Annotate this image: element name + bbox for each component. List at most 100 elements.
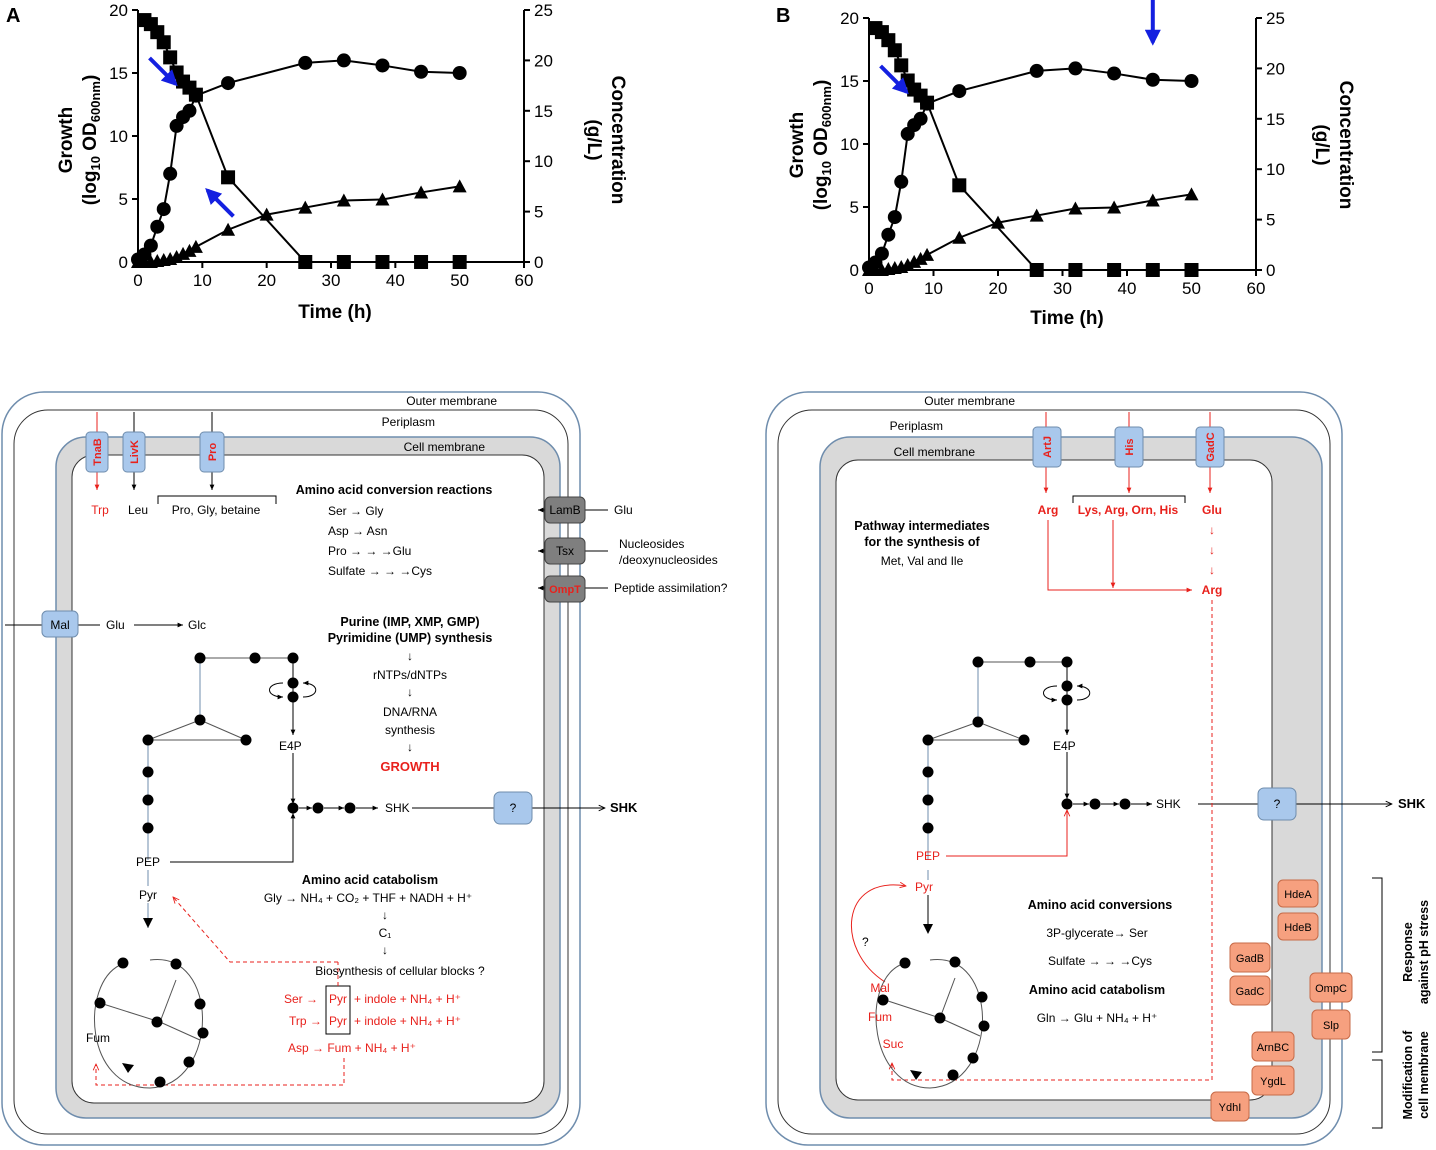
chart-a-circle-point — [298, 55, 313, 70]
chart-b-triangle-point — [1145, 193, 1160, 207]
pyr-return-dash — [173, 897, 338, 963]
conv-3: Pro → → →Glu — [328, 544, 411, 558]
chart-a-x-tick-label: 10 — [193, 271, 212, 290]
trp-text: Trp — [91, 503, 109, 517]
gadb-box — [1229, 942, 1271, 973]
chart-a-y-left-tick-label: 5 — [119, 190, 128, 209]
chart-a-circle-point — [182, 103, 197, 118]
chart-a-ylabel-left-1: Growth — [56, 107, 77, 174]
chart-a-y-left-tick-label: 0 — [119, 253, 128, 272]
pyrimidine-text: Pyrimidine (UMP) synthesis — [328, 631, 493, 645]
artj-label: ArtJ — [1042, 436, 1054, 458]
q2-text: ? — [862, 935, 869, 949]
chart-a-y-left-tick-label: 10 — [109, 127, 128, 146]
glu-out-text: Glu — [614, 503, 633, 517]
chart-a-x-tick-label: 20 — [257, 271, 276, 290]
chart-a-circle-point — [163, 166, 178, 181]
panel-b-label: B — [776, 5, 790, 27]
lys-bracket — [1072, 495, 1186, 503]
asp-eq: Asp → Fum + NH₄ + H⁺ — [288, 1041, 416, 1055]
pro-bracket — [157, 495, 277, 504]
chart-a-x-tick-label: 40 — [386, 271, 405, 290]
chart-b-square-point — [1107, 263, 1122, 277]
shk-out-text: SHK — [610, 800, 638, 815]
outer-membrane-label-b: Outer membrane — [924, 394, 1015, 408]
livk-transporter — [122, 431, 146, 473]
down-arrow-3: ↓ — [407, 740, 413, 754]
conv-1-b: 3P-glycerate→ Ser — [1046, 926, 1147, 940]
chart-b-circle-point — [881, 227, 896, 242]
artj-transporter — [1032, 426, 1062, 468]
diagram-b: Outer membrane Periplasm Cell membrane A… — [765, 391, 1431, 1146]
cell-membrane-label: Cell membrane — [404, 440, 486, 454]
arg2-text: Arg — [1202, 583, 1223, 597]
fum-text-a: Fum — [86, 1031, 110, 1045]
chart-a-ylabel-right-2: (g/L) — [583, 119, 604, 160]
chart-b-square-point — [1184, 263, 1199, 277]
pep-red-arrow — [946, 810, 1067, 857]
rntps-text: rNTPs/dNTPs — [373, 668, 447, 682]
chart-b-square-point — [894, 58, 909, 73]
suc-text-b: Suc — [883, 1037, 904, 1051]
chart-b-circle-point — [887, 210, 902, 225]
pyr-text: Pyr — [139, 888, 157, 902]
chart-b-y-right-tick-label: 5 — [1266, 211, 1275, 230]
arg-return-dash — [892, 600, 1213, 1081]
his-label: His — [1124, 438, 1136, 455]
chart-b-y-right-tick-label: 25 — [1266, 9, 1285, 28]
arg-text: Arg — [1038, 503, 1059, 517]
shk-out-b: SHK — [1398, 796, 1426, 811]
chart-b-square-point — [887, 43, 902, 58]
catabolism-title-a: Amino acid catabolism — [302, 873, 438, 887]
ph-stress-label: Response against pH stress — [1401, 900, 1431, 1004]
chart-b-y-right-tick-label: 20 — [1266, 59, 1285, 78]
livk-label: LivK — [129, 440, 141, 464]
chart-a-y-right-tick-label: 5 — [534, 203, 543, 222]
chart-b-triangle-point — [1029, 208, 1044, 222]
gln-eq: Gln → Glu + NH₄ + H⁺ — [1037, 1011, 1158, 1025]
chart-a-triangle-point — [298, 200, 313, 214]
chart-a-ylabel-left-2: (log10 OD600nm) — [80, 75, 103, 206]
chart-a-blue-arrow — [148, 56, 178, 87]
periplasm-label: Periplasm — [382, 415, 435, 429]
chart-a-square-point — [221, 170, 236, 185]
metabolite-dots-b — [922, 656, 1131, 834]
pro-label: Pro — [207, 443, 219, 462]
chart-a-y-left-tick-label: 15 — [109, 64, 128, 83]
cell-membrane-label-b: Cell membrane — [894, 445, 976, 459]
arnbc-box — [1251, 1031, 1295, 1062]
chart-b-square-point — [1029, 263, 1044, 277]
mal-text-b: Mal — [870, 981, 889, 995]
biosyn-text: Biosynthesis of cellular blocks ? — [315, 964, 485, 978]
chart-b-triangle-point — [1107, 200, 1122, 214]
glc-text: Glc — [188, 618, 206, 632]
chart-b-x-tick-label: 20 — [989, 279, 1008, 298]
pathway-text-2: for the synthesis of — [864, 535, 980, 549]
chart-b-ylabel-left-1: Growth — [787, 112, 808, 179]
chart-b-y-left-tick-label: 20 — [840, 9, 859, 28]
indole-eq-1: + indole + NH₄ + H⁺ — [354, 992, 461, 1006]
chart-a-square-point — [298, 255, 313, 269]
conv-title-b: Amino acid conversions — [1028, 898, 1173, 912]
shk-b-q: ? — [1274, 797, 1281, 811]
fum-return-dash — [96, 1058, 345, 1086]
ompc-label: OmpC — [1315, 983, 1347, 995]
gadb-label: GadB — [1236, 953, 1264, 965]
glu-down-1: ↓ — [1209, 523, 1215, 537]
chart-b-circle-point — [1184, 74, 1199, 88]
pyr-2: Pyr — [329, 1014, 347, 1028]
gadc-transporter — [1195, 426, 1225, 468]
chart-a-circle-point — [150, 219, 165, 234]
e4p-text: E4P — [279, 739, 302, 753]
glu-text-b: Glu — [1202, 503, 1222, 517]
chart-b-square-point — [952, 178, 967, 193]
chart-b-circle-point — [1107, 66, 1122, 81]
chart-b-blue-arrow — [879, 64, 909, 95]
chart-a-circle-point — [452, 66, 467, 80]
chart-b-square-point — [1068, 263, 1083, 277]
chart-b-ylabel-left-2: (log10 OD600nm) — [811, 80, 834, 211]
peptide-text: Peptide assimilation? — [614, 581, 728, 595]
outer-membrane-label: Outer membrane — [406, 394, 497, 408]
